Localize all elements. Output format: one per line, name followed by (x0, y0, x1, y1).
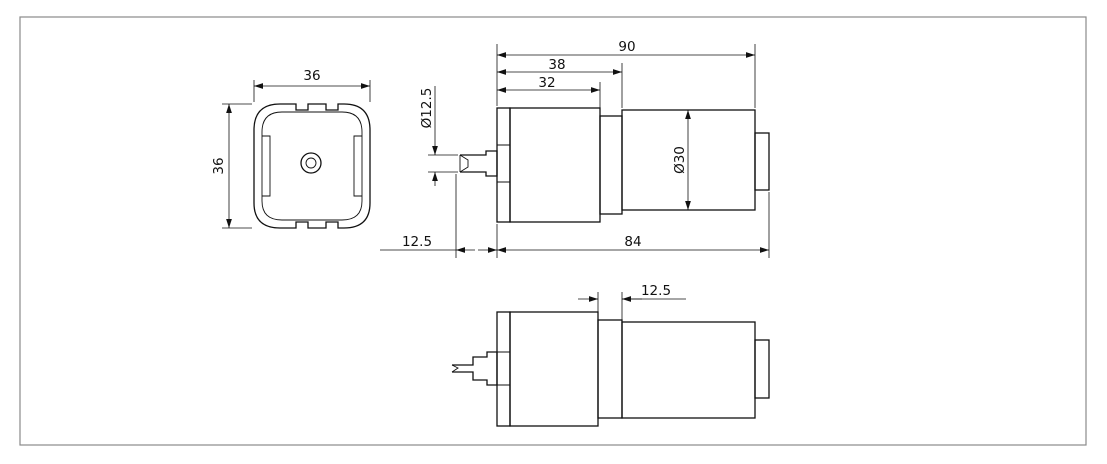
dim-front-height: 36 (211, 157, 227, 174)
dim-front-width: 36 (303, 68, 320, 84)
front-view: 36 36 (211, 68, 371, 229)
dim-shaft-length: 12.5 (402, 234, 432, 250)
bottom-view: 12.5 (451, 283, 770, 427)
shaft-circle (300, 152, 322, 174)
dim-gearbox-32: 32 (538, 75, 555, 91)
dim-shaft-diameter: Ø12.5 (419, 88, 435, 129)
dim-body-length: 84 (624, 234, 641, 250)
drawing-frame (19, 16, 1087, 446)
dim-gearbox-38: 38 (548, 57, 565, 73)
side-view: 90 38 32 Ø12.5 Ø30 12.5 84 (380, 39, 770, 258)
dim-offset-bottom: 12.5 (641, 283, 671, 299)
dim-motor-diameter: Ø30 (672, 146, 688, 174)
dim-overall-length: 90 (618, 39, 635, 55)
